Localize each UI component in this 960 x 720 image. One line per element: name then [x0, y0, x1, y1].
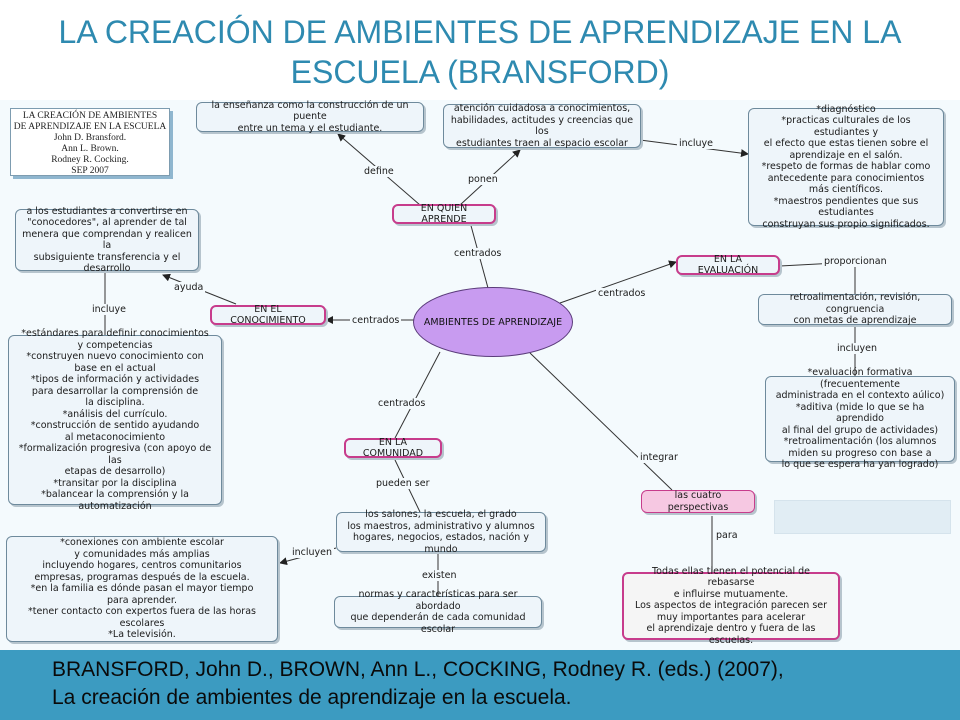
- link-label-pueden-ser: pueden ser: [374, 478, 432, 489]
- link-label-ponen: ponen: [466, 174, 500, 185]
- citation-line-2: La creación de ambientes de aprendizaje …: [52, 686, 572, 709]
- link-label-incluyen-left: incluyen: [290, 547, 335, 558]
- node-salones: los salones, la escuela, el grado los ma…: [336, 509, 546, 555]
- node-en-quien-aprende: EN QUIEN APRENDE: [392, 203, 496, 225]
- book-cover-image: LA CREACIÓN DE AMBIENTES DE APRENDIZAJE …: [10, 108, 170, 176]
- link-label-centrados-bottom: centrados: [376, 398, 428, 409]
- node-normas: normas y características para ser aborda…: [334, 589, 542, 635]
- node-diagnostico: *diagnóstico *practicas culturales de lo…: [748, 104, 944, 230]
- link-label-integrar: integrar: [638, 452, 680, 463]
- link-label-incluye-left: incluye: [90, 304, 129, 315]
- book-cover-line: SEP 2007: [71, 166, 109, 176]
- node-retroalimentacion: retroalimentación, revisión, congruencia…: [758, 292, 952, 326]
- blank-box: [774, 500, 951, 534]
- book-cover-line: Ann L. Brown.: [61, 144, 119, 154]
- book-cover-line: DE APRENDIZAJE EN LA ESCUELA: [13, 122, 167, 132]
- title-line-1: LA CREACIÓN DE AMBIENTES DE APRENDIZAJE …: [58, 14, 902, 50]
- book-cover-line: John D. Bransford.: [53, 133, 127, 143]
- book-cover-line: Rodney R. Cocking.: [51, 155, 129, 165]
- node-atencion: atención cuidadosa a conocimientos, habi…: [443, 103, 641, 149]
- page-title: LA CREACIÓN DE AMBIENTES DE APRENDIZAJE …: [0, 12, 960, 92]
- link-label-para: para: [714, 530, 740, 541]
- node-conexiones: *conexiones con ambiente escolar y comun…: [6, 536, 278, 642]
- citation-footer: BRANSFORD, John D., BROWN, Ann L., COCKI…: [0, 650, 960, 720]
- book-cover-line: LA CREACIÓN DE AMBIENTES: [22, 111, 158, 121]
- node-cuatro-perspectivas: las cuatro perspectivas: [641, 490, 755, 513]
- citation-line-1: BRANSFORD, John D., BROWN, Ann L., COCKI…: [52, 658, 784, 681]
- node-en-el-conocimiento: EN EL CONOCIMIENTO: [210, 304, 326, 326]
- title-line-2: ESCUELA (BRANSFORD): [290, 54, 670, 90]
- node-en-la-comunidad: EN LA COMUNIDAD: [344, 437, 442, 459]
- link-label-ayuda: ayuda: [172, 282, 206, 293]
- link-label-centrados-left: centrados: [350, 315, 402, 326]
- link-label-centrados-right: centrados: [596, 288, 648, 299]
- link-label-incluye-top: incluye: [677, 138, 716, 149]
- node-ambientes-de-aprendizaje: AMBIENTES DE APRENDIZAJE: [413, 287, 573, 357]
- node-estandares: *estándares para definir conocimientos y…: [8, 328, 222, 512]
- link-label-proporcionan: proporcionan: [822, 256, 889, 267]
- node-en-la-evaluacion: EN LA EVALUACIÓN: [676, 254, 780, 276]
- node-formativa: *evaluación formativa (frecuentemente ad…: [765, 367, 955, 470]
- link-label-incluyen-right: incluyen: [835, 343, 880, 354]
- link-label-define: define: [362, 166, 396, 177]
- node-conocedores: a los estudiantes a convertirse en "cono…: [15, 206, 199, 274]
- node-potencial: Todas ellas tienen el potencial de rebas…: [622, 566, 840, 646]
- link-label-existen: existen: [420, 570, 459, 581]
- node-puente: la enseñanza como la construcción de un …: [196, 100, 424, 134]
- link-label-centrados-top: centrados: [452, 248, 504, 259]
